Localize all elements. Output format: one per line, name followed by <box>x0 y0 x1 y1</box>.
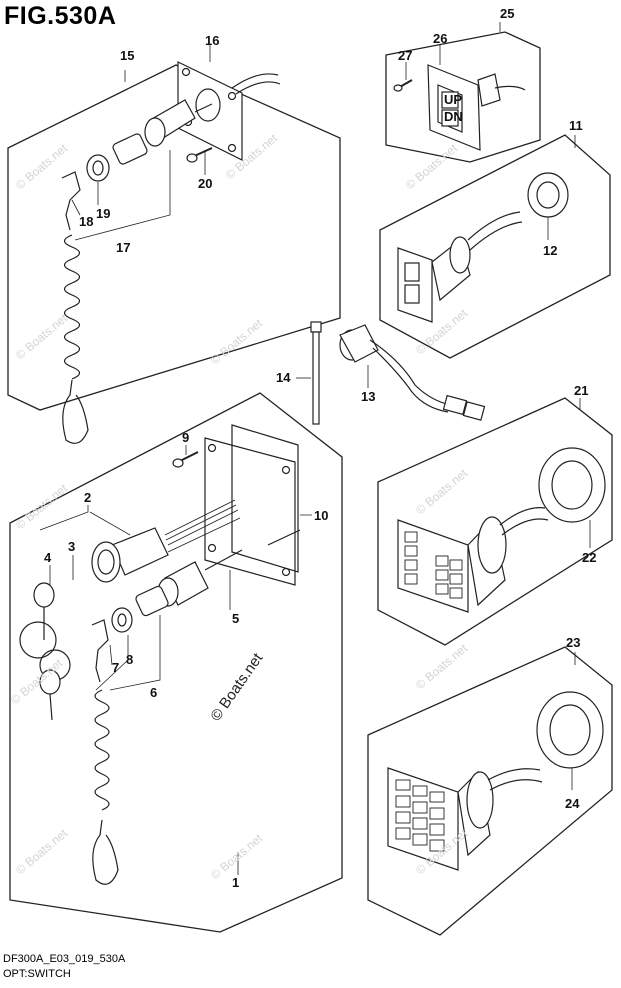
callout-13: 13 <box>361 389 375 404</box>
callout-26: 26 <box>433 31 447 46</box>
watermark: © Boats.net <box>413 641 471 693</box>
callout-1: 1 <box>232 875 239 890</box>
callout-19: 19 <box>96 206 110 221</box>
group-outline-23 <box>367 646 613 936</box>
group-outline-25 <box>385 31 541 163</box>
callout-24: 24 <box>565 796 580 811</box>
section-name: OPT:SWITCH <box>3 968 71 980</box>
group-outline-21 <box>377 397 613 646</box>
group-outline-15 <box>7 64 341 411</box>
callout-20: 20 <box>198 176 212 191</box>
callout-11: 11 <box>569 118 583 133</box>
callout-23: 23 <box>566 635 580 650</box>
watermark: © Boats.net <box>403 141 461 193</box>
callout-9: 9 <box>182 430 189 445</box>
callout-15: 15 <box>120 48 134 63</box>
group-outline-11 <box>379 134 611 359</box>
callout-17: 17 <box>116 240 130 255</box>
switch-down-label: DN <box>444 109 463 124</box>
callout-22: 22 <box>582 550 596 565</box>
watermark-center: © Boats.net <box>207 649 266 724</box>
cable-tie-14 <box>296 321 322 425</box>
callout-8: 8 <box>126 652 133 667</box>
watermark: © Boats.net <box>413 466 471 518</box>
figure-title: FIG.530A <box>4 2 117 30</box>
kill-switch-assembly-upper <box>61 45 281 444</box>
callout-6: 6 <box>150 685 157 700</box>
callout-14: 14 <box>276 370 291 385</box>
watermark: © Boats.net <box>13 481 71 533</box>
key-switch-assembly <box>19 424 312 885</box>
callout-27: 27 <box>398 48 412 63</box>
wire-harness-13 <box>339 324 486 421</box>
multi-button-panel-21 <box>397 398 606 613</box>
watermark: © Boats.net <box>13 311 71 363</box>
callout-12: 12 <box>543 243 557 258</box>
watermark: © Boats.net <box>208 316 266 368</box>
two-button-switch-panel <box>397 135 576 323</box>
callout-16: 16 <box>205 33 219 48</box>
callout-21: 21 <box>574 383 588 398</box>
multi-button-panel-23 <box>387 652 604 871</box>
callout-18: 18 <box>79 214 93 229</box>
callout-5: 5 <box>232 611 239 626</box>
callout-10: 10 <box>314 508 328 523</box>
watermark: © Boats.net <box>13 141 71 193</box>
switch-up-label: UP <box>444 92 462 107</box>
trim-switch-plate: UP DN <box>393 22 526 151</box>
callout-3: 3 <box>68 539 75 554</box>
callout-4: 4 <box>44 550 52 565</box>
callout-labels: 25 15 16 26 27 11 20 18 19 17 12 14 13 2… <box>44 6 596 890</box>
callout-7: 7 <box>112 660 119 675</box>
callout-25: 25 <box>500 6 514 21</box>
callout-2: 2 <box>84 490 91 505</box>
model-code: DF300A_E03_019_530A <box>3 953 126 965</box>
group-outline-1 <box>9 392 343 933</box>
watermark: © Boats.net <box>13 826 71 878</box>
